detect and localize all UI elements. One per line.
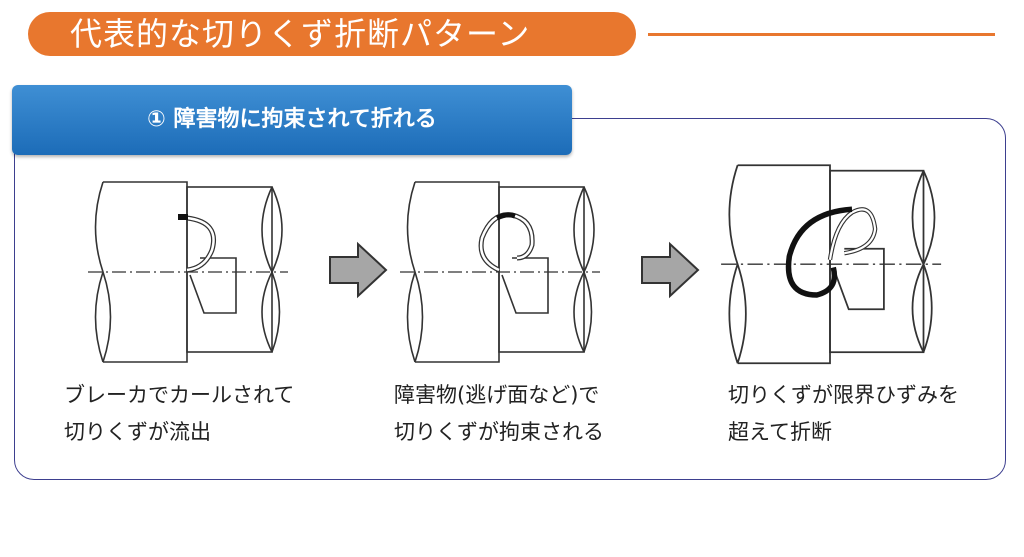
step3-caption: 切りくずが限界ひずみを 超えて折断 [728, 377, 959, 451]
arrow-right-icon [329, 243, 387, 297]
title-rule [648, 33, 995, 36]
caption-line: 切りくずが流出 [64, 420, 211, 444]
caption-line: 障害物(逃げ面など)で [394, 383, 600, 407]
step2-caption: 障害物(逃げ面など)で 切りくずが拘束される [394, 377, 604, 451]
step1-caption: ブレーカでカールされて 切りくずが流出 [64, 377, 294, 451]
section-header: ① 障害物に拘束されて折れる [12, 85, 572, 155]
caption-line: 切りくずが限界ひずみを [728, 383, 959, 407]
step1-figure [87, 181, 289, 363]
caption-line: 超えて折断 [728, 420, 832, 444]
caption-line: ブレーカでカールされて [64, 383, 295, 407]
page-title: 代表的な切りくず折断パターン [28, 12, 636, 56]
caption-line: 切りくずが拘束される [394, 420, 604, 444]
step2-figure [399, 181, 601, 363]
step3-figure [720, 164, 942, 365]
arrow-right-icon [641, 243, 699, 297]
